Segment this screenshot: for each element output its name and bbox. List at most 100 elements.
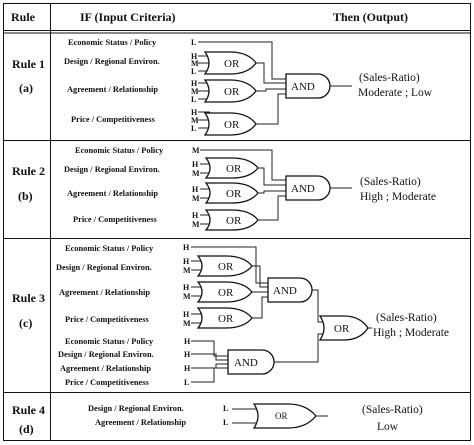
gate-label: OR bbox=[218, 261, 234, 273]
level-label: H bbox=[191, 79, 198, 88]
rule-4: Rule 4 (d) Design / Regional Environ. Ag… bbox=[12, 403, 423, 436]
criterion-label: Design / Regional Environ. bbox=[58, 350, 154, 359]
header-then: Then (Output) bbox=[333, 10, 408, 24]
and-gate bbox=[227, 349, 275, 375]
level-label: L bbox=[223, 418, 228, 427]
and-gate bbox=[285, 73, 331, 99]
level-label: L bbox=[223, 404, 228, 413]
level-label: M bbox=[183, 292, 191, 301]
gate-label: OR bbox=[218, 313, 234, 325]
level-label: H bbox=[192, 160, 199, 169]
level-label: M bbox=[183, 266, 191, 275]
gate-label: OR bbox=[224, 58, 240, 70]
level-label: H bbox=[183, 310, 190, 319]
output-label: (Sales-Ratio) bbox=[360, 176, 421, 188]
gate-label: OR bbox=[218, 287, 234, 299]
rule-tag: (a) bbox=[19, 81, 33, 95]
level-label: H bbox=[183, 243, 190, 252]
criterion-label: Agreement / Relationship bbox=[67, 85, 158, 94]
level-label: H bbox=[191, 52, 198, 61]
level-label: M bbox=[183, 319, 191, 328]
output-value: Low bbox=[377, 421, 399, 433]
criterion-label: Agreement / Relationship bbox=[60, 364, 151, 373]
gate-label: OR bbox=[334, 323, 350, 335]
gate-label: OR bbox=[275, 411, 288, 421]
rule-tag: (b) bbox=[18, 189, 33, 203]
level-label: H bbox=[184, 350, 191, 359]
criterion-label: Economic Status / Policy bbox=[65, 337, 154, 346]
connector-wires bbox=[191, 246, 372, 383]
rule-2: Rule 2 (b) Economic Status / Policy Desi… bbox=[12, 146, 436, 231]
rule-1: Rule 1 (a) Economic Status / Policy Desi… bbox=[12, 38, 433, 136]
or-gate bbox=[196, 307, 253, 329]
or-gate bbox=[196, 255, 253, 277]
level-label: H bbox=[183, 283, 190, 292]
and-gate bbox=[285, 175, 331, 201]
gate-label: AND bbox=[234, 357, 258, 369]
gate-label: OR bbox=[226, 215, 242, 227]
level-label: H bbox=[192, 185, 199, 194]
level-label: M bbox=[191, 59, 199, 68]
gate-label: AND bbox=[291, 183, 315, 195]
header-if: IF (Input Criteria) bbox=[80, 10, 176, 24]
criterion-label: Design / Regional Environ. bbox=[64, 165, 160, 174]
level-label: L bbox=[191, 95, 196, 104]
or-gate bbox=[204, 209, 259, 231]
gate-label: AND bbox=[273, 285, 297, 297]
or-gate bbox=[203, 51, 257, 75]
header-rule: Rule bbox=[11, 10, 36, 24]
level-label: M bbox=[192, 194, 200, 203]
criterion-label: Price / Competitiveness bbox=[73, 215, 157, 224]
gate-label: OR bbox=[224, 119, 240, 131]
rule-name: Rule 4 bbox=[12, 403, 45, 417]
or-gate bbox=[203, 79, 257, 103]
or-gate bbox=[204, 182, 259, 204]
level-label: L bbox=[191, 67, 196, 76]
table-header: Rule IF (Input Criteria) Then (Output) bbox=[11, 10, 408, 24]
gate-label: OR bbox=[224, 86, 240, 98]
criterion-label: Design / Regional Environ. bbox=[64, 57, 160, 66]
level-label: M bbox=[192, 169, 200, 178]
gate-label: AND bbox=[291, 81, 315, 93]
criterion-label: Price / Competitiveness bbox=[71, 115, 155, 124]
rule-name: Rule 3 bbox=[12, 291, 45, 305]
or-gate bbox=[204, 157, 259, 179]
criterion-label: Agreement / Relationship bbox=[67, 189, 158, 198]
criterion-label: Agreement / Relationship bbox=[95, 418, 186, 427]
level-label: H bbox=[184, 364, 191, 373]
rule-3: Rule 3 (c) Economic Status / Policy Desi… bbox=[12, 243, 449, 387]
or-gate bbox=[252, 403, 317, 429]
criterion-label: Economic Status / Policy bbox=[75, 146, 164, 155]
criterion-label: Design / Regional Environ. bbox=[88, 404, 184, 413]
level-label: L bbox=[184, 378, 189, 387]
rule-tag: (c) bbox=[19, 316, 32, 330]
gate-label: OR bbox=[226, 163, 242, 175]
or-gate bbox=[196, 281, 253, 303]
criterion-label: Economic Status / Policy bbox=[68, 38, 157, 47]
output-label: (Sales-Ratio) bbox=[359, 72, 420, 84]
output-value: High ; Moderate bbox=[360, 191, 436, 203]
criterion-label: Price / Competitiveness bbox=[65, 378, 149, 387]
and-gate bbox=[267, 277, 313, 303]
level-label: M bbox=[192, 146, 200, 155]
or-gate bbox=[203, 112, 257, 136]
criterion-label: Price / Competitiveness bbox=[65, 315, 149, 324]
gate-label: OR bbox=[226, 188, 242, 200]
level-label: M bbox=[192, 220, 200, 229]
rule-name: Rule 1 bbox=[12, 57, 45, 71]
table-grid bbox=[3, 3, 471, 441]
or-gate-final bbox=[318, 315, 369, 341]
level-label: M bbox=[191, 87, 199, 96]
criterion-label: Economic Status / Policy bbox=[65, 244, 154, 253]
level-label: H bbox=[191, 108, 198, 117]
output-label: (Sales-Ratio) bbox=[362, 404, 423, 416]
criterion-label: Design / Regional Environ. bbox=[56, 263, 152, 272]
output-value: Moderate ; Low bbox=[358, 87, 433, 99]
level-label: L bbox=[191, 124, 196, 133]
rule-tag: (d) bbox=[19, 422, 34, 436]
level-label: H bbox=[184, 337, 191, 346]
rule-name: Rule 2 bbox=[12, 164, 45, 178]
level-label: H bbox=[192, 211, 199, 220]
